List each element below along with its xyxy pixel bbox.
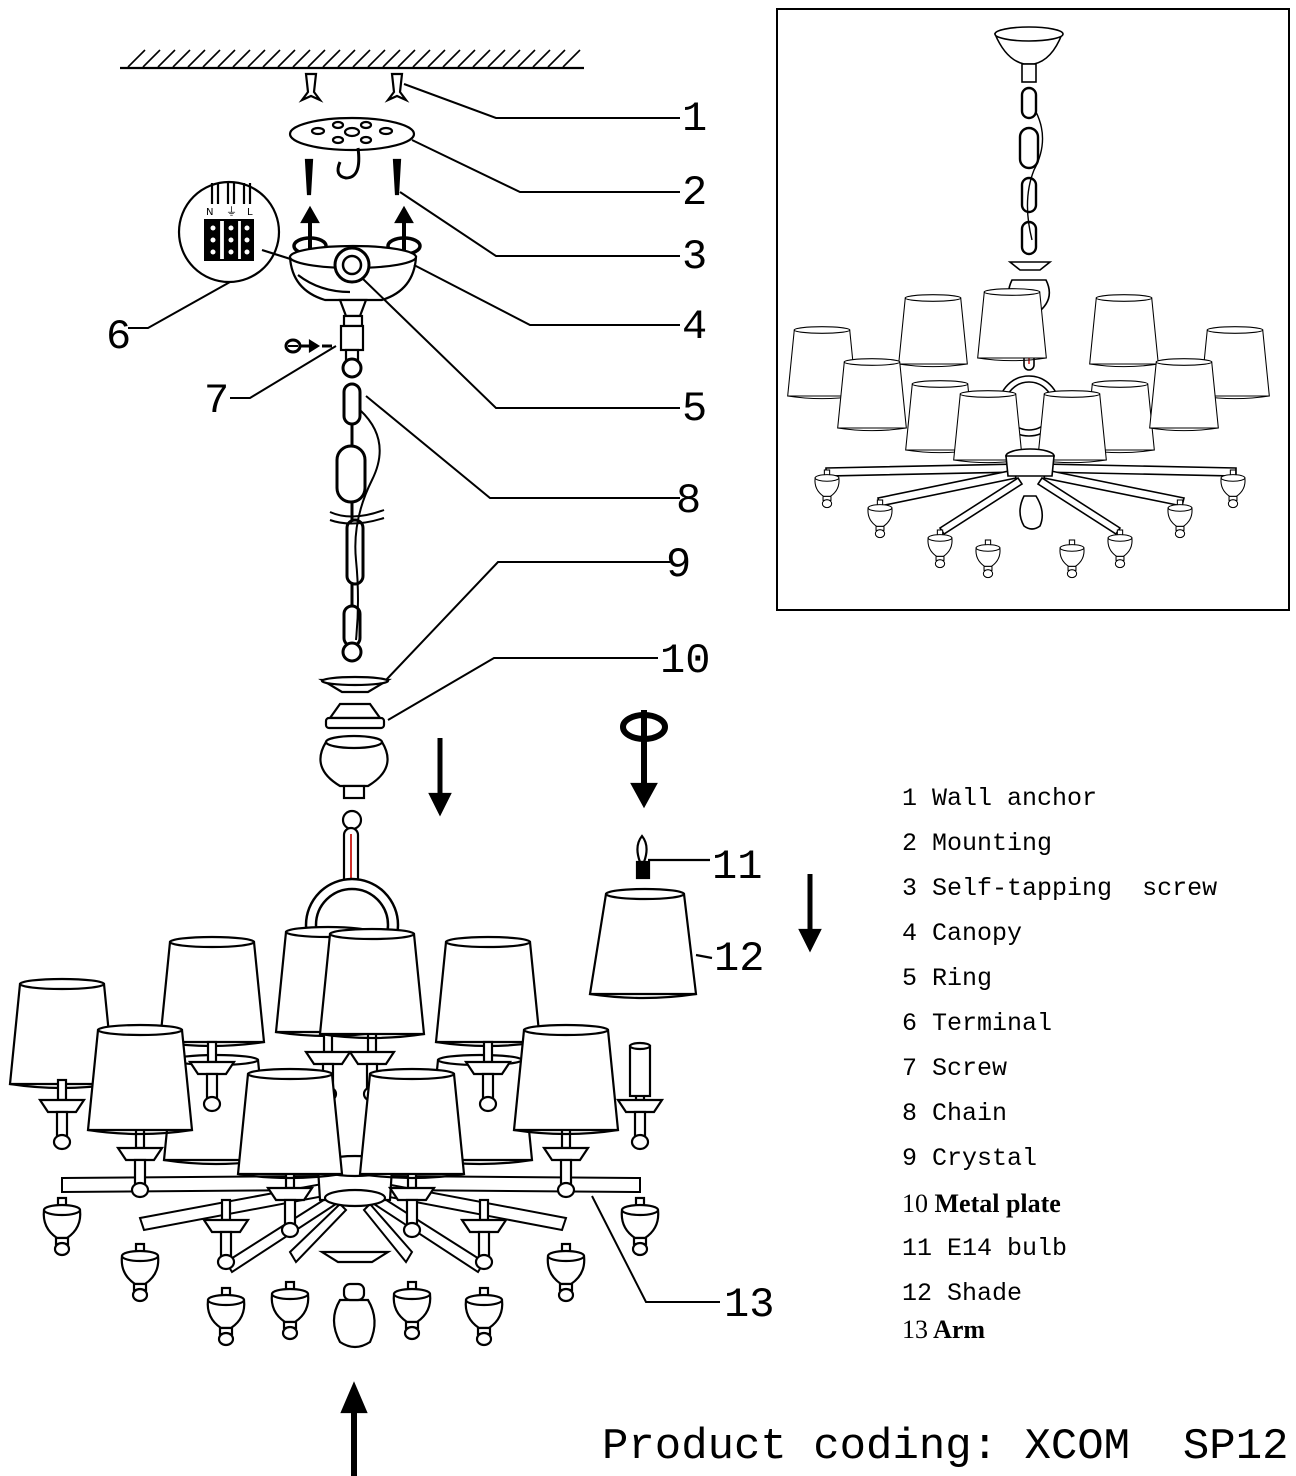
leader-lines [128, 83, 720, 1303]
legend-item-name: Shade [947, 1279, 1023, 1308]
legend-item-number: 3 [902, 874, 918, 903]
e14-bulb [635, 834, 710, 880]
legend-item: 8 Chain [902, 1099, 1217, 1144]
callout-13: 13 [724, 1281, 775, 1329]
legend-item-name: Screw [932, 1054, 1008, 1083]
legend-item-number: 13 [902, 1315, 928, 1344]
legend-item-number: 4 [902, 919, 918, 948]
legend-item: 3 Self-tapping screw [902, 874, 1217, 919]
legend-item-number: 8 [902, 1099, 918, 1128]
legend-item-number: 9 [902, 1144, 918, 1173]
legend-item-number: 5 [902, 964, 918, 993]
ceiling-hatch [120, 49, 584, 70]
product-code: Product coding: XCOM SP12 [602, 1422, 1289, 1472]
chandelier-hub [315, 1154, 395, 1349]
chain [329, 357, 385, 663]
legend-item-name: E14 bulb [947, 1234, 1068, 1263]
legend-item-name: Self-tapping screw [932, 874, 1218, 903]
down-arrow-shade [800, 874, 820, 950]
callout-8: 8 [676, 477, 702, 525]
ring [333, 246, 371, 284]
callout-5: 5 [682, 385, 708, 433]
metal-plate [324, 702, 386, 730]
legend-item: 7 Screw [902, 1054, 1217, 1099]
legend-item-number: 1 [902, 784, 918, 813]
legend-item: 12 Shade [902, 1279, 1217, 1315]
legend-item-name: Wall anchor [932, 784, 1098, 813]
legend-item: 9 Crystal [902, 1144, 1217, 1189]
legend-item-number: 6 [902, 1009, 918, 1038]
crystal-bobeche [318, 675, 392, 694]
legend-item-number: 10 [902, 1189, 928, 1218]
candle-without-shade [628, 1041, 652, 1098]
callout-10: 10 [660, 637, 711, 685]
terminal-label-l: L [247, 207, 253, 218]
mounting-plate [288, 116, 416, 180]
assembled-preview [786, 26, 1271, 579]
legend-item: 11 E14 bulb [902, 1234, 1217, 1279]
terminal-label-n: N [206, 207, 213, 218]
legend-item: 10 Metal plate [902, 1189, 1217, 1234]
legend-item-name: Canopy [932, 919, 1023, 948]
legend-item-name: Arm [933, 1315, 986, 1344]
callout-7: 7 [204, 377, 230, 425]
legend-item-name: Ring [932, 964, 993, 993]
legend-item: 13 Arm [902, 1315, 1217, 1360]
legend-item-name: Mounting [932, 829, 1053, 858]
self-tapping-screws [304, 158, 402, 196]
legend-item: 6 Terminal [902, 1009, 1217, 1054]
callout-1: 1 [682, 95, 708, 143]
callout-6: 6 [106, 313, 132, 361]
legend-item-name: Chain [932, 1099, 1008, 1128]
rotation-arrow [620, 710, 668, 809]
callout-2: 2 [682, 169, 708, 217]
down-arrow-center [430, 738, 450, 814]
side-screw [284, 324, 365, 362]
legend-item-name: Terminal [932, 1009, 1053, 1038]
legend-item: 4 Canopy [902, 919, 1217, 964]
terminal-label-ground: ⏚ [226, 205, 237, 218]
callout-9: 9 [666, 541, 692, 589]
legend-item-number: 7 [902, 1054, 918, 1083]
legend-item-number: 11 [902, 1234, 933, 1263]
legend-item-number: 12 [902, 1279, 933, 1308]
up-arrow-bottom [340, 1381, 368, 1476]
terminal-block: N ⏚ L [177, 180, 301, 284]
parts-legend: 1 Wall anchor 2 Mounting 3 Self-tapping … [902, 784, 1217, 1360]
legend-item-name: Crystal [932, 1144, 1038, 1173]
wall-anchors [298, 72, 410, 103]
preview-frame [776, 8, 1290, 611]
legend-item-name: Metal plate [934, 1189, 1061, 1218]
single-shade [588, 887, 713, 1000]
callout-4: 4 [682, 303, 708, 351]
callout-3: 3 [682, 233, 708, 281]
callout-12: 12 [714, 935, 765, 983]
callout-11: 11 [712, 843, 763, 891]
legend-item-number: 2 [902, 829, 918, 858]
legend-item: 1 Wall anchor [902, 784, 1217, 829]
legend-item: 5 Ring [902, 964, 1217, 1009]
legend-item: 2 Mounting [902, 829, 1217, 874]
screw-rotation-arrows [292, 205, 422, 256]
